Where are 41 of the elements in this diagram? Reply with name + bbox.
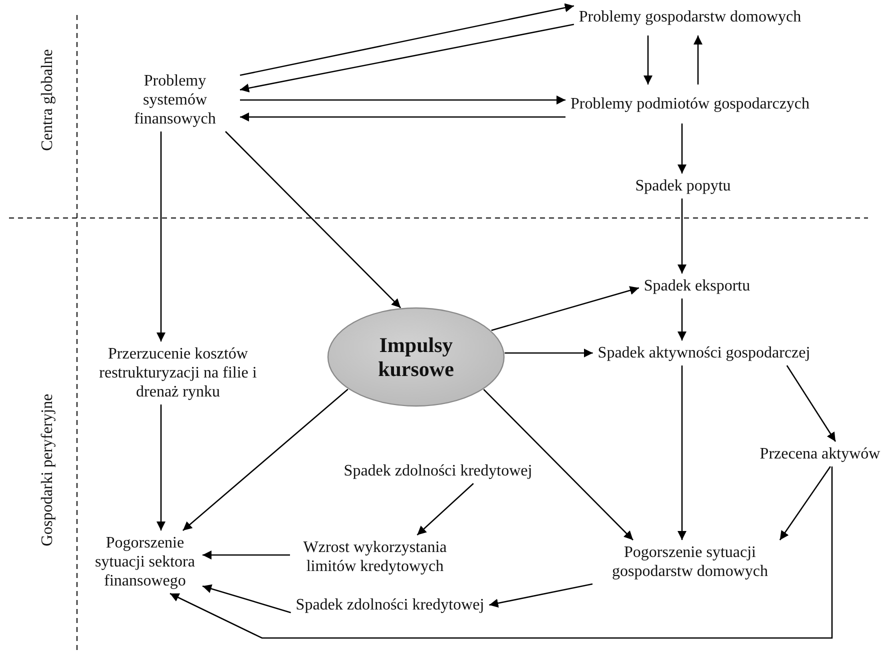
node-text: Przecena aktywów [754,442,886,466]
ellipse-label: Impulsy kursowe [377,333,455,381]
node-text: Spadek aktywności gospodarczej [592,340,816,366]
arrow [678,198,686,274]
arrow [170,466,833,639]
arrow [504,348,593,358]
arrow [779,466,831,540]
node-text: Problemy gospodarstw domowych [574,0,806,36]
node-text: Pogorszenie sytuacji sektora finansowego [88,530,202,594]
node-text: Spadek popytu [630,174,736,198]
node-text: Problemy systemów finansowych [110,68,240,132]
node-text: Przerzucenie kosztów restrukturyzacji na filie i drenaż rynku [80,342,276,404]
arrow [678,124,686,174]
arrow [678,366,686,540]
arrow [202,550,290,560]
arrow [491,286,640,332]
arrow [202,584,291,614]
arrow [240,24,574,92]
arrow [240,112,566,122]
node-text: Wzrost wykorzystania limitów kredytowych [290,535,460,579]
impulse-ellipse [327,307,505,407]
arrow [156,404,166,530]
arrow [644,36,652,84]
arrow [240,96,566,104]
arrow [182,388,348,531]
arrow [694,36,702,84]
arrow [156,132,166,342]
arrow [489,583,593,608]
node-text: Spadek eksportu [638,274,756,298]
arrow [225,131,402,308]
region-label: Centra globalne [39,49,57,151]
node-text: Pogorszenie sytuacji gospodarstw domowych [592,540,788,584]
arrow [416,483,474,536]
node-text: Problemy podmiotów gospodarczych [565,84,815,124]
arrow [786,365,836,442]
node-text: Spadek zdolności kredytowej [290,592,490,618]
node-text: Spadek zdolności kredytowej [338,458,538,484]
arrow [483,388,634,540]
region-label: Gospodarki peryferyjne [39,394,57,546]
arrow [678,298,686,340]
arrow [240,3,574,76]
